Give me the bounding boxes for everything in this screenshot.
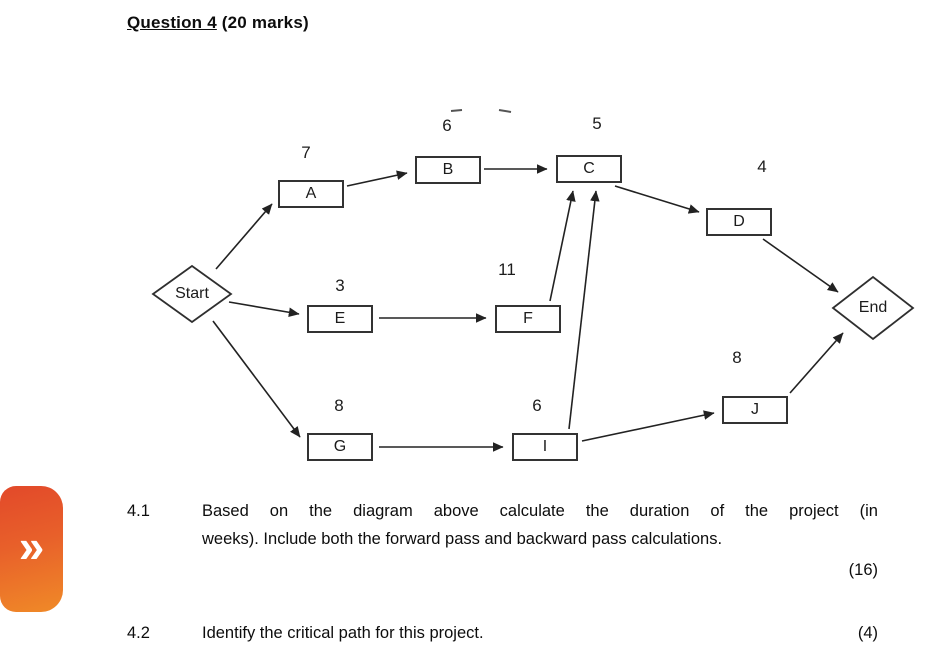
double-chevron-right-icon: » bbox=[18, 520, 45, 572]
node-c: C bbox=[556, 155, 622, 183]
node-d: D bbox=[706, 208, 772, 236]
node-g: G bbox=[307, 433, 373, 461]
edge-j-end bbox=[789, 332, 844, 394]
question-4-2-text: Identify the critical path for this proj… bbox=[202, 624, 484, 642]
edge-start-a bbox=[215, 203, 273, 270]
node-e: E bbox=[307, 305, 373, 333]
edge-start-e bbox=[228, 301, 300, 318]
expand-panel-button[interactable]: » bbox=[0, 486, 63, 612]
edge-start-g bbox=[212, 320, 301, 438]
edge-i-c bbox=[568, 190, 600, 430]
question-4-1-number: 4.1 bbox=[127, 502, 150, 520]
node-e-label: E bbox=[334, 310, 346, 327]
start-node-label: Start bbox=[175, 285, 209, 302]
node-b: B bbox=[415, 156, 481, 184]
question-4-2-number: 4.2 bbox=[127, 624, 150, 642]
question-4-1-text-line2: weeks). Include both the forward pass an… bbox=[202, 530, 723, 548]
question-4-1-text-line1: Based on the diagram above calculate the… bbox=[202, 502, 878, 520]
question-title: Question 4 (20 marks) bbox=[127, 13, 309, 33]
duration-a: 7 bbox=[301, 143, 311, 162]
edge-c-d bbox=[614, 185, 700, 214]
node-c-label: C bbox=[583, 160, 595, 177]
node-j: J bbox=[722, 396, 788, 424]
node-f: F bbox=[495, 305, 561, 333]
start-diamond-shape bbox=[151, 264, 233, 324]
question-4-2-marks: (4) bbox=[857, 624, 878, 642]
duration-c: 5 bbox=[592, 114, 602, 133]
edge-a-b bbox=[346, 170, 408, 187]
node-j-label: J bbox=[751, 401, 759, 418]
scan-artifact-mark bbox=[450, 109, 463, 112]
duration-d: 4 bbox=[757, 157, 767, 176]
end-diamond-shape bbox=[831, 275, 915, 341]
question-4-1-marks: (16) bbox=[848, 561, 878, 579]
node-i: I bbox=[512, 433, 578, 461]
node-a-label: A bbox=[305, 185, 317, 202]
node-g-label: G bbox=[333, 438, 347, 455]
node-d-label: D bbox=[733, 213, 745, 230]
node-a: A bbox=[278, 180, 344, 208]
question-title-marks: (20 marks) bbox=[216, 13, 309, 32]
node-i-label: I bbox=[542, 438, 548, 455]
edge-f-c bbox=[549, 190, 576, 302]
node-f-label: F bbox=[523, 310, 533, 327]
edge-d-end bbox=[762, 238, 839, 293]
duration-f: 11 bbox=[498, 260, 516, 279]
edge-i-j bbox=[581, 410, 715, 442]
duration-e: 3 bbox=[335, 276, 345, 295]
duration-i: 6 bbox=[532, 396, 542, 415]
scan-artifact-mark bbox=[498, 109, 512, 113]
duration-g: 8 bbox=[334, 396, 344, 415]
question-title-number: Question 4 bbox=[127, 13, 217, 32]
duration-b: 6 bbox=[442, 116, 452, 135]
end-node-label: End bbox=[858, 299, 888, 316]
node-b-label: B bbox=[442, 161, 454, 178]
duration-j: 8 bbox=[732, 348, 742, 367]
